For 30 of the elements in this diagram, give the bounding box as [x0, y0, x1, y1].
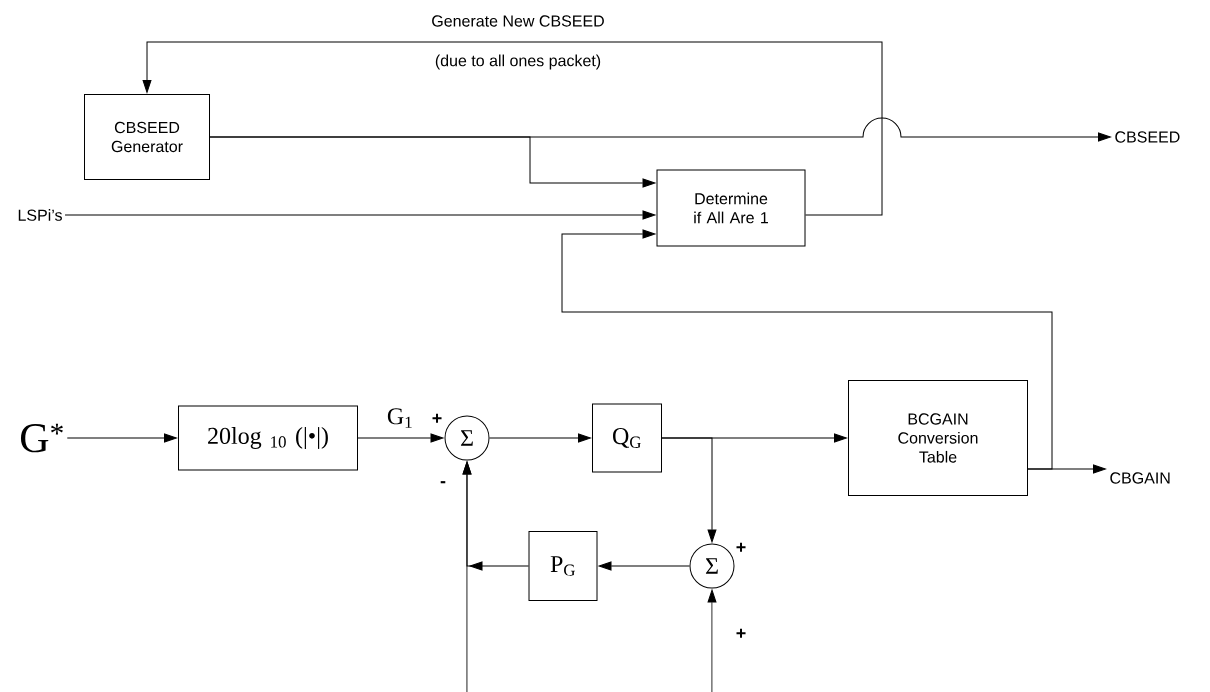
summing-junction: Σ	[444, 415, 490, 461]
arrow	[209, 117, 1111, 142]
summing-junction: Σ	[689, 543, 735, 589]
edge-label: G$_{1}$	[384, 406, 416, 430]
edge-label: Generate New CBSEED	[429, 13, 607, 29]
output-label: CBGAIN	[1110, 472, 1170, 484]
arrow	[561, 229, 1053, 470]
arrow	[142, 41, 883, 216]
block-box: Q$_{G}$	[592, 403, 662, 473]
arrow	[489, 433, 591, 443]
cbseed-generator-box: CBSEED Generator	[84, 94, 210, 180]
input-label: LSPi’s	[18, 209, 62, 221]
arrow	[66, 433, 177, 443]
output-label: CBSEED	[1115, 131, 1180, 143]
arrow	[598, 561, 690, 571]
decision-logic-box: Determine if All Are 1	[656, 169, 806, 247]
arrow	[64, 210, 656, 220]
arrow	[462, 461, 472, 692]
arrow	[357, 433, 444, 443]
table-box: BCGAIN Conversion Table	[848, 380, 1028, 496]
sign-label: +	[736, 628, 746, 638]
sign-label: +	[432, 413, 442, 423]
arrow	[661, 437, 717, 543]
input-symbol: G$^{*}$	[20, 423, 63, 453]
arrow	[1027, 464, 1106, 474]
arrow	[707, 589, 717, 692]
block-box: P$_{G}$	[528, 531, 598, 601]
sign-label: -	[440, 481, 446, 484]
block-box: 20log $_{10}$ (|•|)	[178, 405, 358, 471]
note-text: (due to all ones packet)	[435, 54, 601, 70]
